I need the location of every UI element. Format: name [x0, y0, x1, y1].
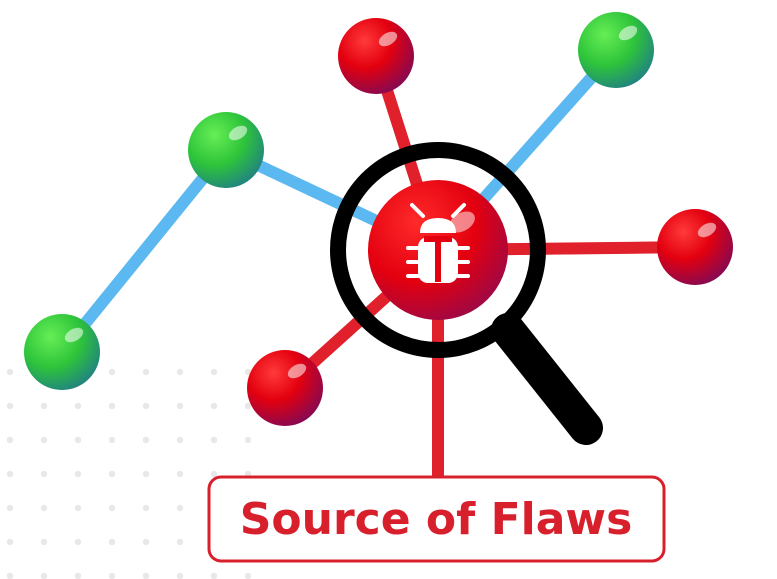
background-dot	[40, 470, 48, 478]
background-dot	[244, 402, 252, 410]
background-dot	[40, 504, 48, 512]
source-of-flaws-label: Source of Flaws	[207, 475, 666, 563]
red-node-top	[338, 18, 414, 94]
background-dot	[108, 402, 116, 410]
background-dot	[108, 470, 116, 478]
label-text: Source of Flaws	[240, 494, 633, 545]
background-dot	[6, 470, 14, 478]
magnifier-rim	[330, 142, 546, 358]
magnifier-handle	[491, 313, 603, 445]
background-dot	[210, 436, 218, 444]
background-dot	[176, 504, 184, 512]
green-node-left	[24, 314, 100, 390]
background-dot	[142, 470, 150, 478]
background-dot	[6, 402, 14, 410]
background-dot	[244, 368, 252, 376]
background-dot	[142, 538, 150, 546]
magnifying-glass-icon	[330, 142, 603, 445]
background-dot	[210, 572, 218, 579]
background-dot	[142, 402, 150, 410]
background-dot	[176, 538, 184, 546]
background-dot	[210, 470, 218, 478]
background-dot	[74, 402, 82, 410]
blue-line-1	[56, 144, 232, 358]
background-dot	[6, 368, 14, 376]
dotted-background	[6, 368, 252, 579]
green-node-top-right	[578, 12, 654, 88]
background-dot	[108, 504, 116, 512]
background-dot	[74, 470, 82, 478]
background-dot	[176, 470, 184, 478]
red-node-lower-left	[247, 350, 323, 426]
background-dot	[142, 572, 150, 579]
background-dot	[210, 368, 218, 376]
background-dot	[108, 572, 116, 579]
background-dot	[108, 538, 116, 546]
background-dot	[74, 436, 82, 444]
background-dot	[176, 402, 184, 410]
background-dot	[6, 504, 14, 512]
red-node-right	[657, 209, 733, 285]
background-dot	[244, 436, 252, 444]
background-dot	[176, 436, 184, 444]
background-dot	[210, 402, 218, 410]
background-dot	[176, 368, 184, 376]
background-dot	[74, 538, 82, 546]
background-dot	[40, 402, 48, 410]
background-dot	[74, 572, 82, 579]
background-dot	[40, 436, 48, 444]
background-dot	[6, 538, 14, 546]
green-node-middle	[188, 112, 264, 188]
background-dot	[74, 504, 82, 512]
background-dot	[6, 572, 14, 579]
node-highlights	[64, 25, 717, 379]
background-dot	[142, 368, 150, 376]
background-dot	[40, 538, 48, 546]
background-dot	[108, 436, 116, 444]
background-dot	[108, 368, 116, 376]
background-dot	[176, 572, 184, 579]
background-dot	[40, 572, 48, 579]
background-dot	[244, 572, 252, 579]
background-dot	[6, 436, 14, 444]
background-dot	[142, 504, 150, 512]
bug-icon	[406, 203, 470, 283]
background-dot	[142, 436, 150, 444]
label-box	[207, 475, 666, 563]
